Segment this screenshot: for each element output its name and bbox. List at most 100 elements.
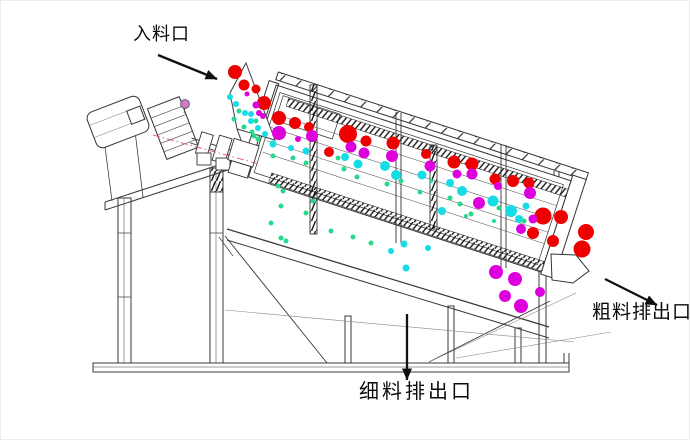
drum-right-end-cap	[540, 174, 587, 279]
top-rail	[275, 71, 589, 182]
particle-green	[492, 219, 496, 223]
particle-cyan	[242, 110, 248, 116]
particle-magenta	[516, 224, 526, 234]
particle-magenta	[473, 197, 485, 209]
particle-magenta	[528, 214, 538, 224]
coarse-discharge-spout	[550, 253, 590, 284]
particle-green	[384, 181, 390, 187]
particle-red	[523, 177, 535, 189]
label-feed-inlet: 入料口	[133, 24, 190, 45]
particle-red	[386, 136, 400, 150]
particle-cyan	[400, 240, 408, 248]
hopper-diagonal-brace-right	[428, 300, 551, 363]
particle-magenta	[260, 113, 266, 119]
particle-red	[465, 157, 479, 171]
hopper-post-3	[514, 327, 522, 364]
particle-red	[489, 173, 501, 185]
particle-green	[328, 228, 334, 234]
inlet-arrow	[157, 53, 218, 81]
particle-cyan	[457, 186, 467, 196]
particle-green	[290, 155, 296, 161]
construction-line-1	[224, 309, 575, 343]
particle-magenta	[514, 299, 528, 313]
particle-green	[253, 118, 259, 124]
particle-green	[231, 116, 237, 122]
particle-red	[238, 79, 250, 91]
particle-green	[417, 189, 423, 195]
motor-platform-beam	[103, 130, 238, 211]
particle-cyan	[341, 153, 349, 161]
grease-cap	[180, 99, 190, 109]
mid-column	[209, 167, 234, 364]
strut-2	[429, 144, 438, 230]
particle-green	[255, 136, 261, 142]
particle-cyan	[248, 118, 254, 124]
grease-cap-stem	[183, 107, 186, 114]
particle-cyan	[248, 111, 254, 117]
particle-red	[360, 135, 372, 147]
particle-cyan	[388, 248, 394, 254]
deck-line-1	[275, 113, 557, 206]
particle-cyan	[515, 215, 523, 223]
inlet-head	[227, 137, 260, 179]
label-fine-discharge-outlet: 细料排出口	[359, 379, 474, 403]
particle-red	[527, 227, 539, 239]
particle-magenta	[345, 141, 357, 153]
particle-green	[398, 178, 404, 184]
particle-cyan	[262, 131, 268, 137]
particle-magenta	[272, 126, 286, 140]
particle-magenta	[489, 265, 503, 279]
particle-red	[507, 175, 519, 187]
particle-green	[275, 183, 281, 189]
particle-cyan	[380, 161, 390, 171]
particle-red	[257, 96, 271, 110]
particle-cyan	[425, 245, 431, 251]
particle-cyan	[353, 159, 363, 169]
particle-red	[272, 111, 286, 125]
particle-green	[341, 166, 347, 172]
particle-cyan	[269, 140, 277, 148]
particle-magenta	[358, 147, 370, 159]
particle-green	[270, 153, 276, 159]
particle-red	[447, 155, 461, 169]
particle-magenta	[306, 130, 318, 142]
hopper-top-chord	[226, 228, 550, 328]
particle-green	[464, 214, 468, 218]
particle-magenta	[244, 91, 250, 97]
particle-magenta	[452, 169, 462, 179]
particle-green	[241, 124, 247, 130]
particle-green	[457, 201, 463, 207]
bearing-block-1	[196, 152, 212, 166]
gearbox	[146, 96, 200, 160]
particle-cyan	[288, 145, 294, 151]
particle-red	[339, 125, 357, 143]
particle-red	[578, 224, 594, 240]
particle-magenta	[252, 101, 260, 109]
particle-green	[368, 240, 374, 246]
motor-hub	[126, 105, 146, 125]
particle-red	[228, 65, 242, 79]
particle-magenta	[535, 287, 545, 297]
particle-green	[251, 133, 257, 139]
particle-red	[534, 207, 552, 225]
shaft-centerline	[152, 134, 260, 165]
particle-cyan	[391, 170, 401, 180]
base-plate	[92, 362, 570, 373]
particle-cyan	[417, 170, 427, 180]
particle-green	[249, 129, 255, 135]
strut-1	[309, 84, 318, 235]
drum-screen-body	[238, 71, 589, 279]
particle-red	[251, 84, 261, 94]
particle-green	[350, 234, 356, 240]
particle-magenta	[524, 187, 536, 199]
particle-cyan	[227, 94, 233, 100]
cross-struts	[309, 84, 507, 268]
particle-green	[521, 218, 527, 224]
particle-cyan	[438, 207, 446, 215]
particle-green	[303, 160, 309, 166]
particle-green	[354, 174, 360, 180]
hopper-post-2	[447, 305, 455, 364]
